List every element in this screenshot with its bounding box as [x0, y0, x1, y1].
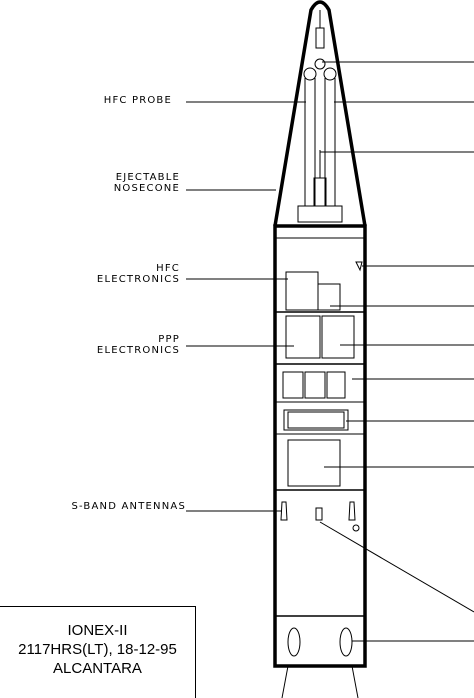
caption-mission-name: IONEX-II	[67, 622, 128, 639]
label-ppp-electronics-line1: PPP	[158, 334, 180, 345]
ppp-electronics-box	[321, 315, 355, 359]
payload-body-tube	[273, 224, 367, 668]
aft-port	[339, 627, 353, 657]
module-box	[326, 371, 346, 399]
label-hfc-electronics-line2: ELECTRONICS	[96, 274, 180, 285]
antenna-element	[315, 507, 323, 521]
module-box	[282, 371, 304, 399]
leader-line-right	[319, 521, 474, 613]
aft-strut	[281, 665, 289, 698]
module-box	[283, 409, 349, 431]
module-box	[287, 439, 341, 487]
label-s-band-antennas: S-BAND ANTENNAS	[71, 501, 186, 512]
nosecone-outline	[273, 0, 367, 227]
antenna-element	[352, 524, 360, 532]
s-band-antenna	[348, 501, 356, 521]
sensor-marker	[355, 261, 363, 272]
label-hfc-probe: HFC PROBE	[103, 95, 172, 106]
ppp-electronics-box	[285, 315, 321, 359]
caption-launch-site: ALCANTARA	[53, 660, 142, 677]
caption-launch-time: 2117HRS(LT), 18-12-95	[18, 641, 177, 658]
label-ppp-electronics-line2: ELECTRONICS	[96, 345, 180, 356]
label-ejectable-nosecone: EJECTABLE NOSECONE	[60, 172, 180, 194]
aft-port	[287, 627, 301, 657]
label-hfc-electronics: HFC ELECTRONICS	[60, 263, 180, 285]
label-ejectable-nosecone-line2: NOSECONE	[113, 183, 180, 194]
s-band-antenna	[280, 501, 288, 521]
hfc-electronics-box	[317, 283, 341, 311]
label-hfc-electronics-line1: HFC	[156, 263, 180, 274]
caption-box: IONEX-II 2117HRS(LT), 18-12-95 ALCANTARA	[0, 606, 196, 698]
label-ejectable-nosecone-line1: EJECTABLE	[115, 172, 180, 183]
hfc-probe-assembly	[297, 10, 343, 223]
module-box	[304, 371, 326, 399]
hfc-electronics-box	[285, 271, 319, 311]
label-ppp-electronics: PPP ELECTRONICS	[60, 334, 180, 356]
module-box	[287, 411, 345, 429]
aft-strut	[351, 665, 359, 698]
